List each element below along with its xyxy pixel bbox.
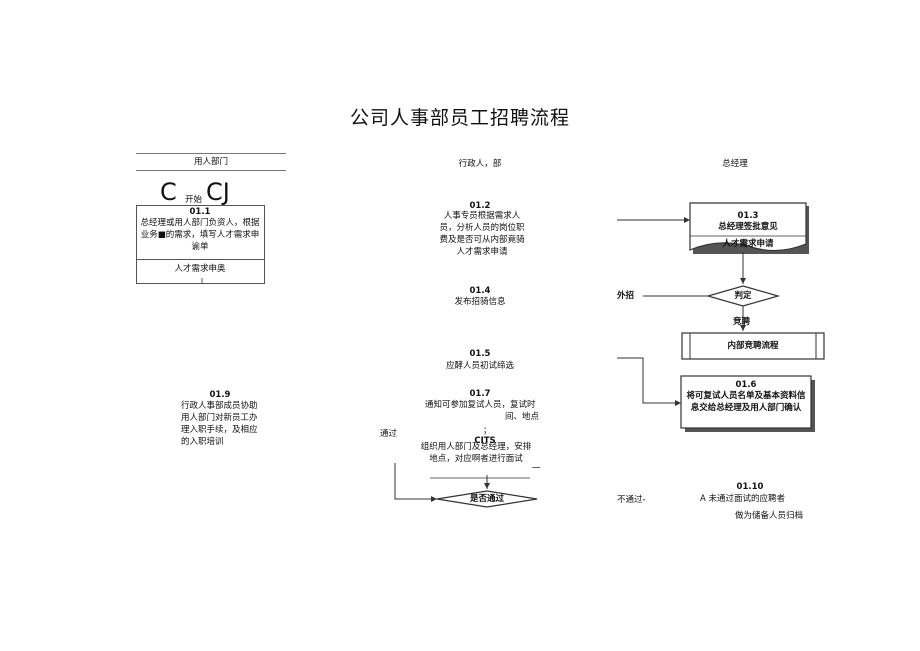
step-01-10-number: 01.10 [736, 482, 764, 492]
step-01-8-number: CITS [474, 436, 496, 446]
label-compete: 竞聘 [733, 317, 751, 327]
internal-process-label: 内部竞聘流程 [727, 341, 779, 351]
step-01-7-text-a: 通知可参加复试人员，复试时 [425, 400, 536, 410]
start-left-glyph: C [160, 178, 177, 206]
start-right-glyph: CJ [206, 178, 230, 206]
start-label: 开始 [185, 195, 203, 205]
label-passed: 通过 [380, 429, 398, 439]
step-01-5-number: 01.5 [469, 349, 491, 359]
step-01-1-divider [136, 259, 264, 260]
column-header-admin: 行政人，部 [458, 159, 502, 169]
judge-label: 判定 [734, 291, 752, 301]
step-01-4-text: 发布招骑信息 [454, 297, 506, 307]
step-01-3-text: 总经理签批意见 [718, 222, 778, 232]
label-external: 外招 [617, 291, 635, 301]
step-01-1-text: 总经理或用人部门负资人，根据业务■的需求，填写人才需求申谕单 [140, 218, 260, 252]
step-01-1-document: 人才需求申奥 [174, 264, 226, 274]
pass-decision-label: 是否通过 [469, 494, 504, 504]
step-01-3-document: 人才需求申请 [722, 239, 774, 249]
column-divider-bottom [136, 170, 286, 171]
step-01-7-number: 01.7 [469, 389, 491, 399]
step-01-10-text-b: 做为储备人员归档 [735, 511, 804, 521]
internal-process-box [681, 332, 825, 360]
step-01-6-box [680, 375, 812, 429]
column-header-department: 用人部门 [193, 157, 228, 167]
step-01-6-number: 01.6 [735, 380, 757, 390]
step-01-3-number: 01.3 [737, 211, 759, 221]
column-divider-top [136, 153, 286, 154]
step-01-1-number: 01.1 [189, 207, 211, 217]
step-01-8-text: 组织用人部门及总经理，安排地点，对应啊者进行面试 [420, 442, 532, 464]
step-01-9-number: 01.9 [209, 390, 231, 400]
step-01-5-text: 应酵人员初试缔选 [445, 361, 514, 371]
step-01-6-text: 将可复试人员名单及基本资料信息交给总经理及用人部门确认 [686, 391, 806, 413]
step-01-1-box [136, 205, 265, 284]
step-01-7-mark: ； [483, 426, 492, 436]
step-01-8-dash: 一 [532, 464, 541, 474]
step-01-2-number: 01.2 [469, 201, 491, 211]
step-01-1-mark: I [201, 277, 204, 285]
step-01-2-text: 人事专员根据需求人员，分析人员的岗位职费及是否可从内部竟骑人才需求申请 [439, 211, 525, 257]
step-01-7-text-b: 间、地点 [505, 412, 540, 422]
page-title: 公司人事部员工招聘流程 [349, 107, 570, 129]
step-01-10-text-a: A 未通过面试的应聘者 [700, 494, 786, 504]
step-01-4-number: 01.4 [469, 286, 491, 296]
label-not-passed: 不通过- [617, 495, 646, 505]
pass-diamond [436, 490, 538, 508]
step-01-9-text: 行政人事部成员协助用人部门对新员工办理入职手续，及相应的入职培训 [181, 401, 258, 447]
step-01-3-document-shape [689, 202, 807, 252]
column-header-gm: 总经理 [722, 159, 748, 169]
